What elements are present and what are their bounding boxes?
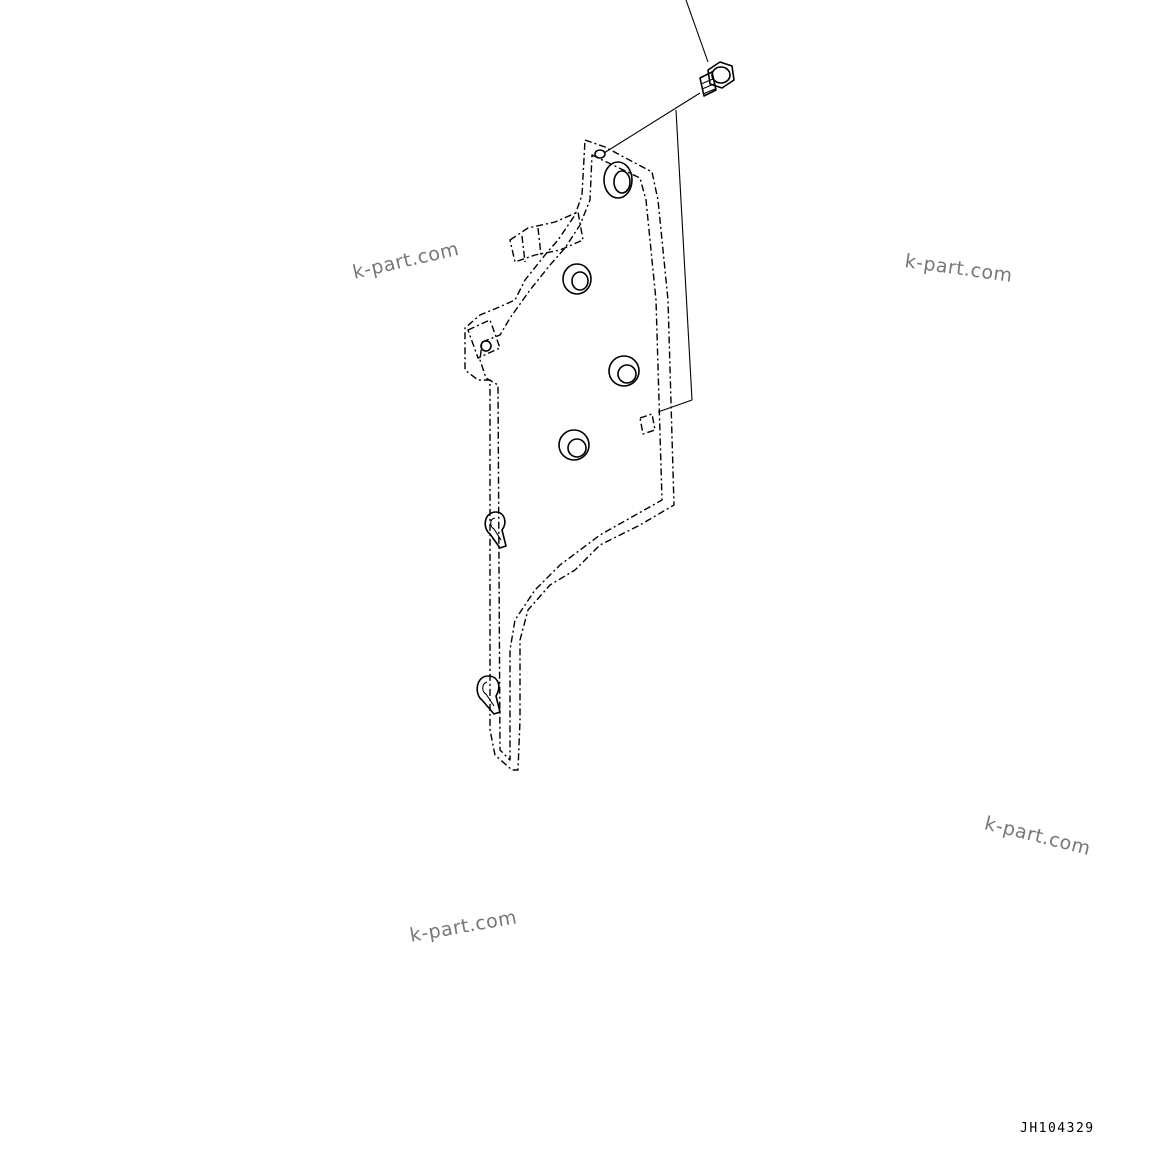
boss-top [603,161,633,199]
cover-plate [464,139,675,771]
boss-upper [562,263,592,295]
keyhole-clip-upper [484,511,507,549]
flange-bolt [699,61,735,97]
assembly-line [603,92,701,154]
mounting-bracket-outline [657,109,693,413]
boss-lower [558,429,590,461]
keyhole-clip-lower [476,675,501,715]
boss-middle [608,355,640,387]
callout-leader-line [685,0,709,63]
drawing-code: JH104329 [1020,1121,1095,1136]
